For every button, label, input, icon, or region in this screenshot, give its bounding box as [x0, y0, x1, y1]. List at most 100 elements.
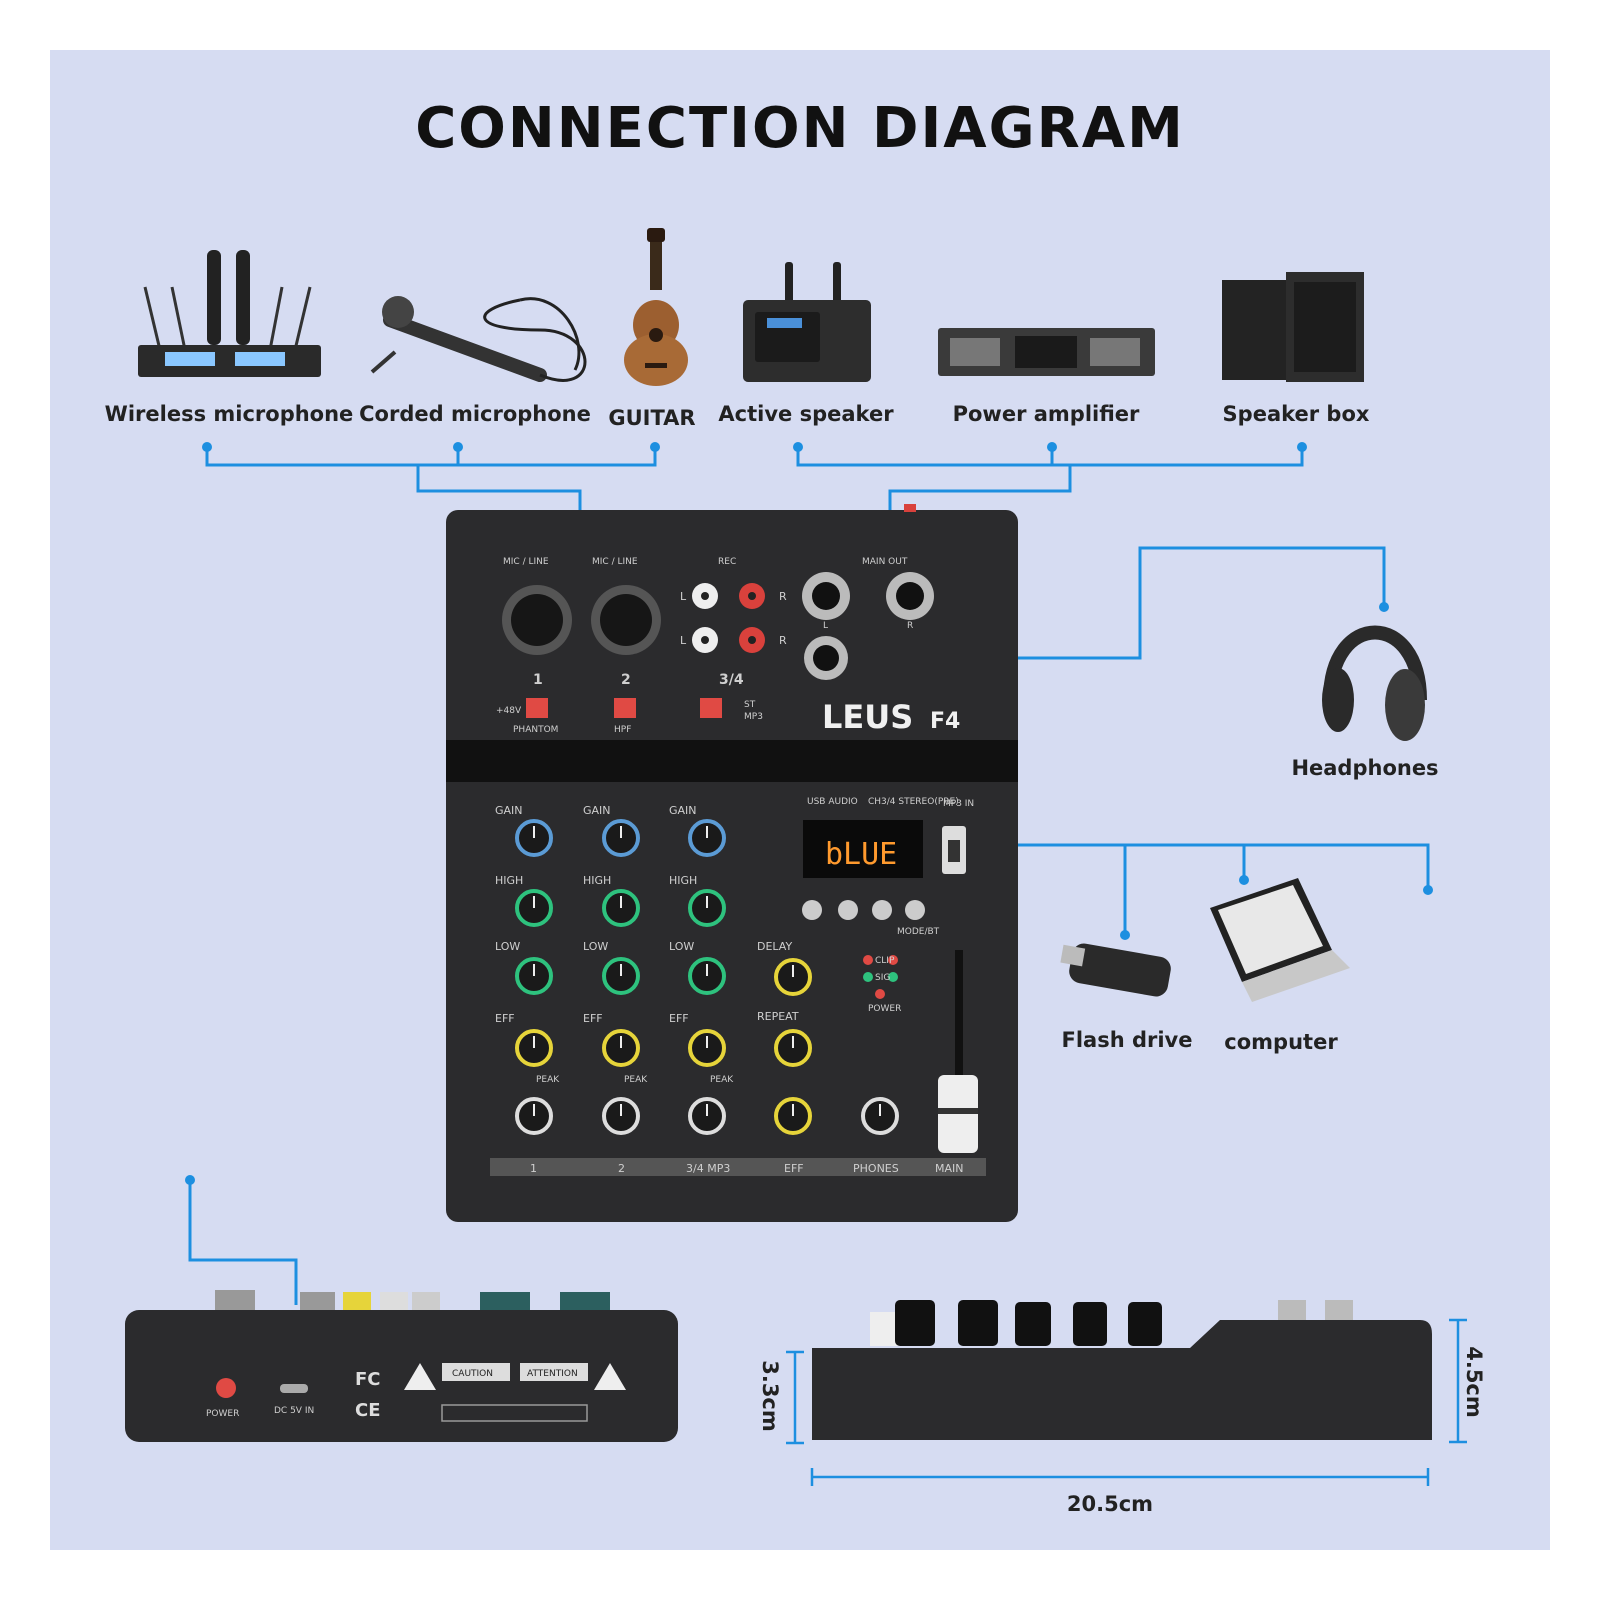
eff-level-knob[interactable] — [774, 1097, 812, 1135]
main-out-r-label: R — [907, 621, 913, 631]
eff-label-1: EFF — [495, 1012, 515, 1025]
channel-1-knob-4[interactable] — [515, 1029, 553, 1067]
mode-bt-label: MODE/BT — [897, 927, 940, 937]
low-label-3: LOW — [669, 940, 694, 953]
channel-2-knob-2[interactable] — [602, 889, 640, 927]
dimension-back-height-label: 4.5cm — [1462, 1346, 1486, 1418]
computer-label: computer — [1224, 1030, 1338, 1054]
low-label-1: LOW — [495, 940, 520, 953]
back-dc-label: DC 5V IN — [274, 1406, 314, 1416]
wireless-microphone-icon — [138, 250, 321, 377]
strip-label-1: 1 — [530, 1162, 537, 1175]
main-out-l-label: L — [823, 621, 828, 631]
channel-2-knob-4[interactable] — [602, 1029, 640, 1067]
caution-label: CAUTION — [452, 1369, 493, 1379]
hpf-label: HPF — [614, 725, 631, 735]
channel-34-number: 3/4 — [719, 672, 744, 688]
strip-label-eff: EFF — [784, 1162, 804, 1175]
sig-label: SIG — [875, 973, 890, 983]
eff-label-2: EFF — [583, 1012, 603, 1025]
power-amplifier-label: Power amplifier — [952, 402, 1140, 426]
phones-knob[interactable] — [861, 1097, 899, 1135]
rec-label: REC — [718, 557, 736, 567]
channel-1-knob-1[interactable] — [515, 819, 553, 857]
headphones-label: Headphones — [1291, 756, 1439, 780]
mixer-side-view — [812, 1300, 1432, 1440]
dimension-front-height-label: 3.3cm — [758, 1360, 782, 1432]
strip-label-2: 2 — [618, 1162, 625, 1175]
page-title: CONNECTION DIAGRAM — [415, 96, 1185, 161]
channel-2-knob-5[interactable] — [602, 1097, 640, 1135]
gain-label-3: GAIN — [669, 804, 697, 817]
peak-label-1: PEAK — [536, 1075, 560, 1085]
channel-1-knob-5[interactable] — [515, 1097, 553, 1135]
high-label-1: HIGH — [495, 874, 523, 887]
mixer-back-view — [125, 1290, 678, 1442]
mic-line-label-2: MIC / LINE — [592, 557, 638, 567]
gain-label-2: GAIN — [583, 804, 611, 817]
mixer-knobs — [515, 819, 899, 1135]
usb-audio-label: USB AUDIO — [807, 797, 858, 807]
high-label-3: HIGH — [669, 874, 697, 887]
channel-3-knob-3[interactable] — [688, 957, 726, 995]
gain-label-1: GAIN — [495, 804, 523, 817]
rec34-r-label: R — [779, 634, 787, 647]
brand-logo: LEUS — [822, 698, 913, 736]
corded-microphone-icon — [370, 296, 587, 382]
guitar-icon — [624, 228, 688, 386]
channel-3-knob-1[interactable] — [688, 819, 726, 857]
mixer-top-view — [446, 504, 1018, 1222]
phantom-label: PHANTOM — [513, 725, 558, 735]
channel-1-knob-2[interactable] — [515, 889, 553, 927]
ch34-stereo-label: CH3/4 STEREO(PRE) — [868, 797, 959, 807]
fc-mark: FC — [355, 1369, 381, 1390]
wireless-microphone-label: Wireless microphone — [104, 402, 354, 426]
active-speaker-label: Active speaker — [718, 402, 894, 426]
power-led-label: POWER — [868, 1004, 901, 1014]
channel-3-knob-2[interactable] — [688, 889, 726, 927]
ce-mark: CE — [355, 1400, 381, 1421]
mp3-in-label: MP3 IN — [943, 799, 974, 809]
attention-label: ATTENTION — [527, 1369, 578, 1379]
strip-label-phones: PHONES — [853, 1162, 899, 1175]
delay-label: DELAY — [757, 940, 792, 953]
low-label-2: LOW — [583, 940, 608, 953]
dimension-lines — [786, 1318, 1467, 1486]
flash-drive-icon — [1060, 943, 1171, 997]
st-label: ST — [744, 700, 756, 710]
clip-label: CLIP — [875, 956, 895, 966]
connector-dots — [185, 442, 1433, 1185]
rec-r-label: R — [779, 590, 787, 603]
channel-3-knob-5[interactable] — [688, 1097, 726, 1135]
mp3-label: MP3 — [744, 712, 763, 722]
headphones-icon — [1322, 625, 1427, 741]
speaker-box-icon — [1222, 272, 1364, 382]
channel-2-knob-3[interactable] — [602, 957, 640, 995]
active-speaker-icon — [743, 262, 871, 382]
repeat-label: REPEAT — [757, 1010, 799, 1023]
high-label-2: HIGH — [583, 874, 611, 887]
delay-knob[interactable] — [774, 958, 812, 996]
peak-label-3: PEAK — [710, 1075, 734, 1085]
guitar-label: GUITAR — [608, 406, 696, 430]
channel-1-knob-3[interactable] — [515, 957, 553, 995]
strip-label-main: MAIN — [935, 1162, 964, 1175]
corded-microphone-label: Corded microphone — [359, 402, 591, 426]
channel-2-knob-1[interactable] — [602, 819, 640, 857]
model-name: F4 — [930, 709, 960, 734]
back-power-label: POWER — [206, 1409, 239, 1419]
speaker-box-label: Speaker box — [1222, 402, 1370, 426]
rec-l-label: L — [680, 590, 687, 603]
repeat-knob[interactable] — [774, 1029, 812, 1067]
mic-line-label-1: MIC / LINE — [503, 557, 549, 567]
lcd-display: bLUE — [825, 837, 897, 872]
channel-3-knob-4[interactable] — [688, 1029, 726, 1067]
strip-label-3: 3/4 MP3 — [686, 1162, 730, 1175]
channel-2-number: 2 — [621, 672, 631, 688]
phantom-48v-label: +48V — [496, 706, 522, 716]
rec34-l-label: L — [680, 634, 687, 647]
dimension-width-label: 20.5cm — [1066, 1492, 1154, 1516]
main-out-label: MAIN OUT — [862, 557, 908, 567]
peak-label-2: PEAK — [624, 1075, 648, 1085]
